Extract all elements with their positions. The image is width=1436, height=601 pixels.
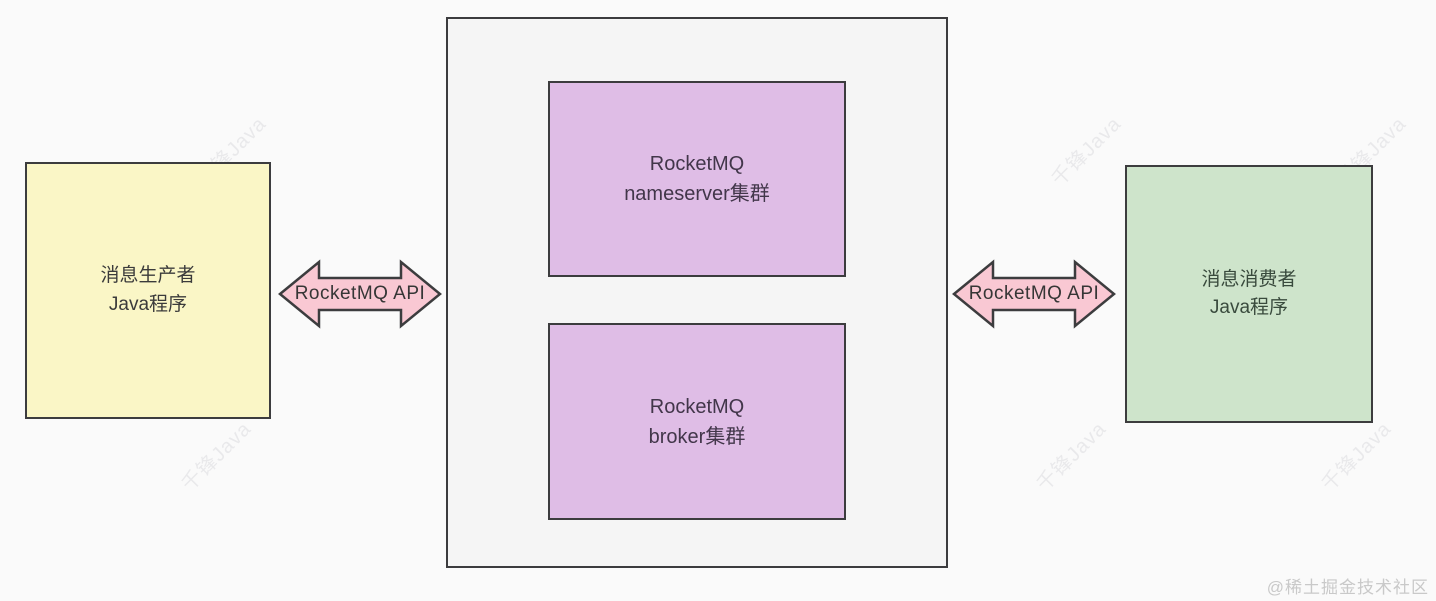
broker-label-line2: broker集群 <box>648 425 746 448</box>
producer-box: 消息生产者 Java程序 <box>25 162 271 419</box>
community-credit-watermark: @稀土掘金技术社区 <box>1266 578 1429 597</box>
producer-label-line2: Java程序 <box>108 293 188 315</box>
double-arrow-icon <box>278 259 442 329</box>
arrow-label: RocketMQ API <box>968 283 1100 304</box>
double-arrow-icon <box>952 259 1116 329</box>
consumer-label-line2: Java程序 <box>1209 297 1289 318</box>
nameserver-label-line1: RocketMQ <box>649 153 745 175</box>
arrow-label: RocketMQ API <box>294 283 426 304</box>
nameserver-label-line2: nameserver集群 <box>624 183 770 205</box>
broker-cluster-box: RocketMQ broker集群 <box>548 323 846 520</box>
broker-label-line1: RocketMQ <box>649 395 745 418</box>
consumer-api-arrow: RocketMQ API <box>952 258 1116 330</box>
producer-label-line1: 消息生产者 <box>100 265 196 286</box>
producer-api-arrow: RocketMQ API <box>278 258 442 330</box>
nameserver-cluster-box: RocketMQ nameserver集群 <box>548 81 846 277</box>
consumer-label-line1: 消息消费者 <box>1201 268 1297 290</box>
consumer-box: 消息消费者 Java程序 <box>1125 165 1373 423</box>
